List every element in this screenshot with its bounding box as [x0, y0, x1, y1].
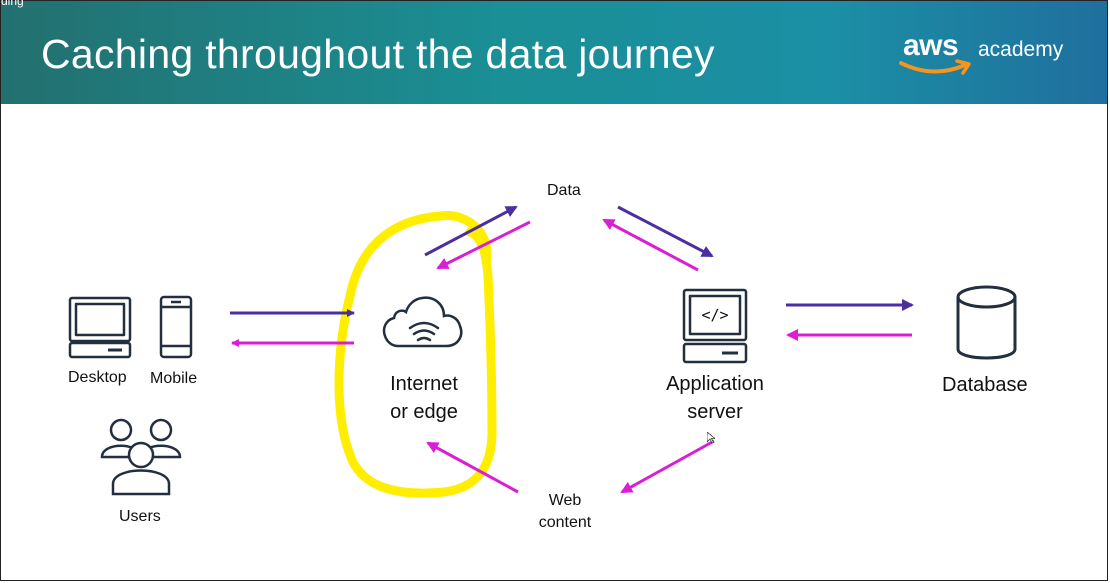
web-content-label: Web content — [525, 490, 605, 534]
arrow-data-to-app — [617, 205, 714, 258]
cloud-wifi-icon — [382, 296, 463, 348]
server-icon — [682, 288, 748, 364]
amazon-smile-icon — [899, 59, 971, 75]
laptop-icon — [68, 296, 132, 359]
academy-logo-text: academy — [978, 38, 1064, 61]
application-server-label: Application server — [650, 370, 780, 426]
app-code-glyph: </> — [701, 306, 729, 324]
arrow-web-to-internet — [426, 441, 519, 494]
database-label: Database — [942, 374, 1028, 396]
aws-logo-text: aws — [903, 29, 959, 62]
corner-text: ding — [1, 0, 24, 8]
internet-label-line2: or edge — [390, 401, 458, 423]
users-label: Users — [119, 508, 161, 525]
arrow-data-to-internet — [436, 220, 531, 270]
internet-label: Internet or edge — [374, 370, 474, 426]
web-content-label-line2: content — [538, 514, 592, 531]
mobile-phone-icon — [159, 295, 193, 359]
arrow-app-to-web — [620, 439, 715, 494]
database-icon — [956, 285, 1017, 360]
web-content-label-line1: Web — [548, 492, 582, 509]
users-icon — [100, 418, 182, 496]
application-server-label-line2: server — [687, 401, 743, 423]
data-label: Data — [547, 182, 581, 199]
mobile-label: Mobile — [150, 370, 198, 387]
slide-title: Caching throughout the data journey — [41, 31, 715, 77]
desktop-label: Desktop — [68, 369, 127, 386]
arrow-internet-to-data — [424, 205, 518, 257]
application-server-label-line1: Application — [666, 373, 764, 395]
highlight-circle — [334, 211, 497, 498]
arrow-app-to-data — [602, 218, 699, 272]
internet-label-line1: Internet — [390, 373, 458, 395]
mouse-cursor-icon — [707, 432, 715, 444]
slide-header: ding Caching throughout the data journey… — [1, 0, 1107, 104]
